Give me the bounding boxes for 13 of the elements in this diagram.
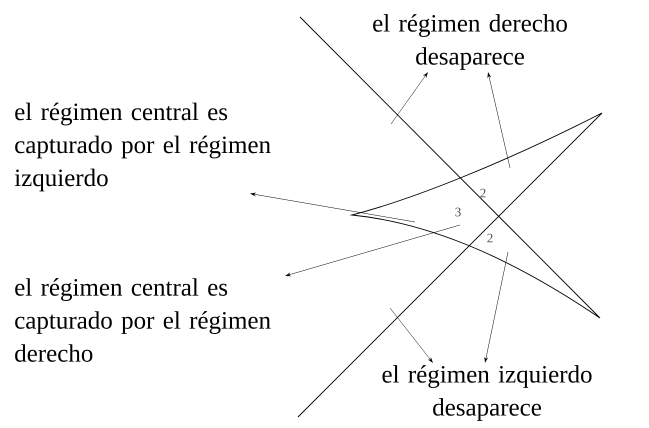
arrow bbox=[286, 224, 460, 276]
arrow bbox=[390, 72, 428, 124]
arrow bbox=[250, 192, 416, 222]
region-number: 2 bbox=[480, 188, 486, 198]
region-number: 3 bbox=[455, 208, 461, 216]
annotation-text: el régimen central es capturado por el régimen izquierdo bbox=[14, 102, 271, 192]
annotation-text: el régimen izquierdo desaparece bbox=[382, 365, 592, 421]
arrow bbox=[484, 252, 508, 362]
region-number: 2 bbox=[487, 234, 493, 242]
arrow bbox=[487, 72, 510, 168]
arrow bbox=[390, 308, 433, 363]
annotation-text: el régimen central es capturado por el régimen derecho bbox=[15, 278, 271, 362]
annotation-text: el régimen derecho desaparece bbox=[373, 14, 567, 70]
